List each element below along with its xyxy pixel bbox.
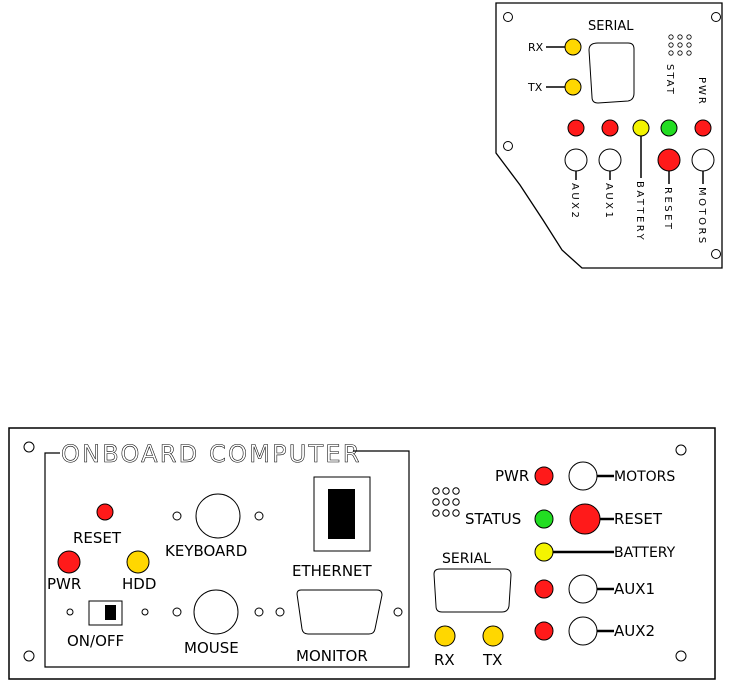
ethernet-label: ETHERNET bbox=[292, 562, 373, 580]
hdd-label: HDD bbox=[122, 575, 156, 593]
keyboard-label: KEYBOARD bbox=[165, 542, 247, 560]
top-tx-label: TX bbox=[527, 81, 543, 94]
switch-screw bbox=[141, 608, 149, 616]
reset-button bbox=[569, 503, 601, 535]
hdd-led bbox=[126, 550, 150, 574]
keyboard-screw bbox=[172, 511, 182, 521]
right-reset-label: RESET bbox=[614, 510, 663, 528]
top-battery-led bbox=[632, 119, 650, 137]
top-aux1-button bbox=[598, 148, 622, 172]
right-serial-label: SERIAL bbox=[442, 551, 491, 567]
top-battery-label: BATTERY bbox=[634, 181, 645, 242]
top-pwr-led bbox=[694, 119, 712, 137]
keyboard-port bbox=[195, 493, 241, 539]
ethernet-port bbox=[328, 489, 355, 539]
aux2-led bbox=[534, 621, 554, 641]
battery-led bbox=[534, 542, 554, 562]
mounting-hole bbox=[711, 12, 721, 22]
top-panel: SERIAL RX TX STAT PWR AUX2 AUX1 BATTER bbox=[495, 2, 723, 269]
rx-label: RX bbox=[434, 651, 455, 669]
mounting-hole bbox=[711, 249, 721, 259]
right-pwr-label: PWR bbox=[495, 467, 529, 485]
status-label: STATUS bbox=[465, 510, 521, 528]
monitor-port bbox=[296, 589, 383, 635]
aux1-led bbox=[534, 579, 554, 599]
bottom-panel: ONBOARD COMPUTER RESET PWR HDD ON/OFF KE… bbox=[8, 427, 716, 680]
mounting-hole bbox=[503, 141, 513, 151]
aux2-button bbox=[568, 616, 598, 646]
top-aux2-button bbox=[564, 148, 588, 172]
mounting-hole bbox=[675, 650, 687, 662]
serial-port bbox=[433, 568, 512, 613]
mounting-hole bbox=[23, 650, 35, 662]
monitor-screw bbox=[393, 607, 403, 617]
motors-label: MOTORS bbox=[614, 469, 675, 485]
computer-frame bbox=[44, 450, 410, 668]
switch-screw bbox=[66, 608, 74, 616]
top-serial-port bbox=[588, 42, 635, 104]
mouse-port bbox=[193, 589, 239, 635]
right-pwr-led bbox=[534, 466, 554, 486]
top-tx-led bbox=[564, 78, 582, 96]
mouse-screw bbox=[172, 607, 182, 617]
keyboard-screw bbox=[254, 511, 264, 521]
monitor-screw bbox=[275, 607, 285, 617]
pwr-label: PWR bbox=[47, 575, 81, 593]
status-led bbox=[534, 509, 554, 529]
mouse-label: MOUSE bbox=[184, 639, 239, 657]
battery-label: BATTERY bbox=[614, 545, 676, 561]
top-speaker-grille bbox=[668, 34, 692, 56]
top-motors-button bbox=[691, 148, 715, 172]
aux2-label: AUX2 bbox=[614, 622, 655, 640]
top-motors-label: MOTORS bbox=[696, 187, 707, 246]
top-reset-label: RESET bbox=[662, 187, 673, 232]
mouse-screw bbox=[254, 607, 264, 617]
top-pwr-label: PWR bbox=[696, 77, 707, 106]
on-off-label: ON/OFF bbox=[67, 632, 124, 650]
reset-label: RESET bbox=[73, 529, 122, 547]
pwr-led bbox=[57, 550, 81, 574]
monitor-label: MONITOR bbox=[296, 647, 368, 665]
motors-button bbox=[568, 461, 598, 491]
top-rx-label: RX bbox=[528, 41, 544, 54]
top-aux2-led bbox=[567, 119, 585, 137]
mounting-hole bbox=[23, 441, 35, 453]
rx-led bbox=[434, 625, 456, 647]
bottom-panel-outline bbox=[8, 427, 716, 680]
speaker-grille bbox=[432, 487, 460, 517]
on-off-switch-toggle bbox=[105, 605, 116, 620]
aux1-button bbox=[568, 574, 598, 604]
aux1-label: AUX1 bbox=[614, 580, 655, 598]
top-rx-led bbox=[564, 38, 582, 56]
top-aux2-label: AUX2 bbox=[569, 183, 580, 220]
top-reset-button bbox=[657, 148, 681, 172]
top-aux1-led bbox=[601, 119, 619, 137]
mounting-hole bbox=[503, 12, 513, 22]
top-aux1-label: AUX1 bbox=[603, 183, 614, 220]
top-stat-led bbox=[660, 119, 678, 137]
top-stat-label: STAT bbox=[664, 64, 675, 96]
mounting-hole bbox=[675, 444, 687, 456]
reset-led bbox=[96, 503, 114, 521]
top-serial-label: SERIAL bbox=[588, 19, 634, 34]
tx-label: TX bbox=[482, 651, 502, 669]
tx-led bbox=[482, 625, 504, 647]
computer-title: ONBOARD COMPUTER bbox=[61, 440, 362, 468]
